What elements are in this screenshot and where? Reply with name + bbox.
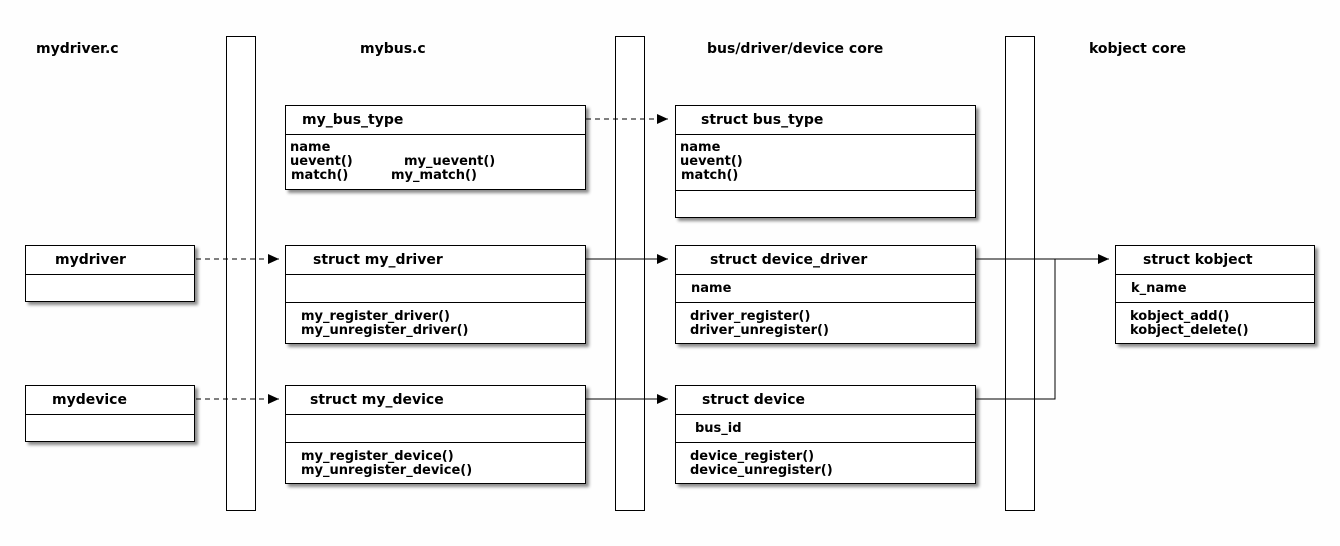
lifeline-2 [615, 36, 645, 511]
field-uevent: uevent() [680, 154, 743, 169]
box-title: struct bus_type [701, 112, 824, 128]
box-title: mydevice [52, 392, 127, 408]
method-register: driver_register() [690, 309, 811, 324]
struct-device-box: struct device bus_id device_register() d… [675, 385, 976, 484]
struct-bus-type-box: struct bus_type name uevent() match() [675, 105, 976, 218]
field-bus-id: bus_id [695, 421, 742, 436]
method-register: my_register_driver() [301, 309, 450, 324]
line-device-to-kobject [976, 259, 1056, 400]
method-unregister: my_unregister_device() [301, 463, 473, 478]
method-add: kobject_add() [1130, 309, 1230, 324]
box-title: struct device_driver [710, 252, 868, 268]
box-title: struct device [702, 392, 805, 408]
method-unregister: device_unregister() [690, 463, 833, 478]
method-delete: kobject_delete() [1130, 323, 1249, 338]
field-k-name: k_name [1131, 281, 1187, 296]
lifeline-1 [226, 36, 256, 511]
column-title-core: bus/driver/device core [707, 41, 884, 57]
box-title: mydriver [55, 252, 126, 268]
field-name: name [290, 140, 331, 155]
box-title: struct my_driver [313, 252, 443, 268]
struct-device-driver-box: struct device_driver name driver_registe… [675, 245, 976, 344]
field-name: name [691, 281, 732, 296]
field-match: match() [681, 168, 739, 183]
column-title-mydriver-c: mydriver.c [36, 41, 119, 57]
box-title: struct my_device [310, 392, 444, 408]
column-title-kobject-core: kobject core [1089, 41, 1187, 57]
struct-my-device-box: struct my_device my_register_device() my… [285, 385, 586, 484]
field-uevent-value: my_uevent() [404, 154, 496, 169]
lifeline-3 [1005, 36, 1035, 511]
method-unregister: driver_unregister() [690, 323, 829, 338]
mydriver-box: mydriver [25, 245, 195, 302]
field-match: match() [291, 168, 349, 183]
my-bus-type-box: my_bus_type name uevent() my_uevent() ma… [285, 105, 586, 190]
struct-my-driver-box: struct my_driver my_register_driver() my… [285, 245, 586, 344]
field-uevent: uevent() [290, 154, 353, 169]
box-title: my_bus_type [302, 112, 404, 128]
struct-kobject-box: struct kobject k_name kobject_add() kobj… [1115, 245, 1315, 344]
column-title-mybus-c: mybus.c [360, 41, 426, 57]
mydevice-box: mydevice [25, 385, 195, 442]
method-register: my_register_device() [301, 449, 454, 464]
box-title: struct kobject [1143, 252, 1253, 268]
field-name: name [680, 140, 721, 155]
field-match-value: my_match() [391, 168, 477, 183]
method-unregister: my_unregister_driver() [301, 323, 469, 338]
method-register: device_register() [690, 449, 815, 464]
